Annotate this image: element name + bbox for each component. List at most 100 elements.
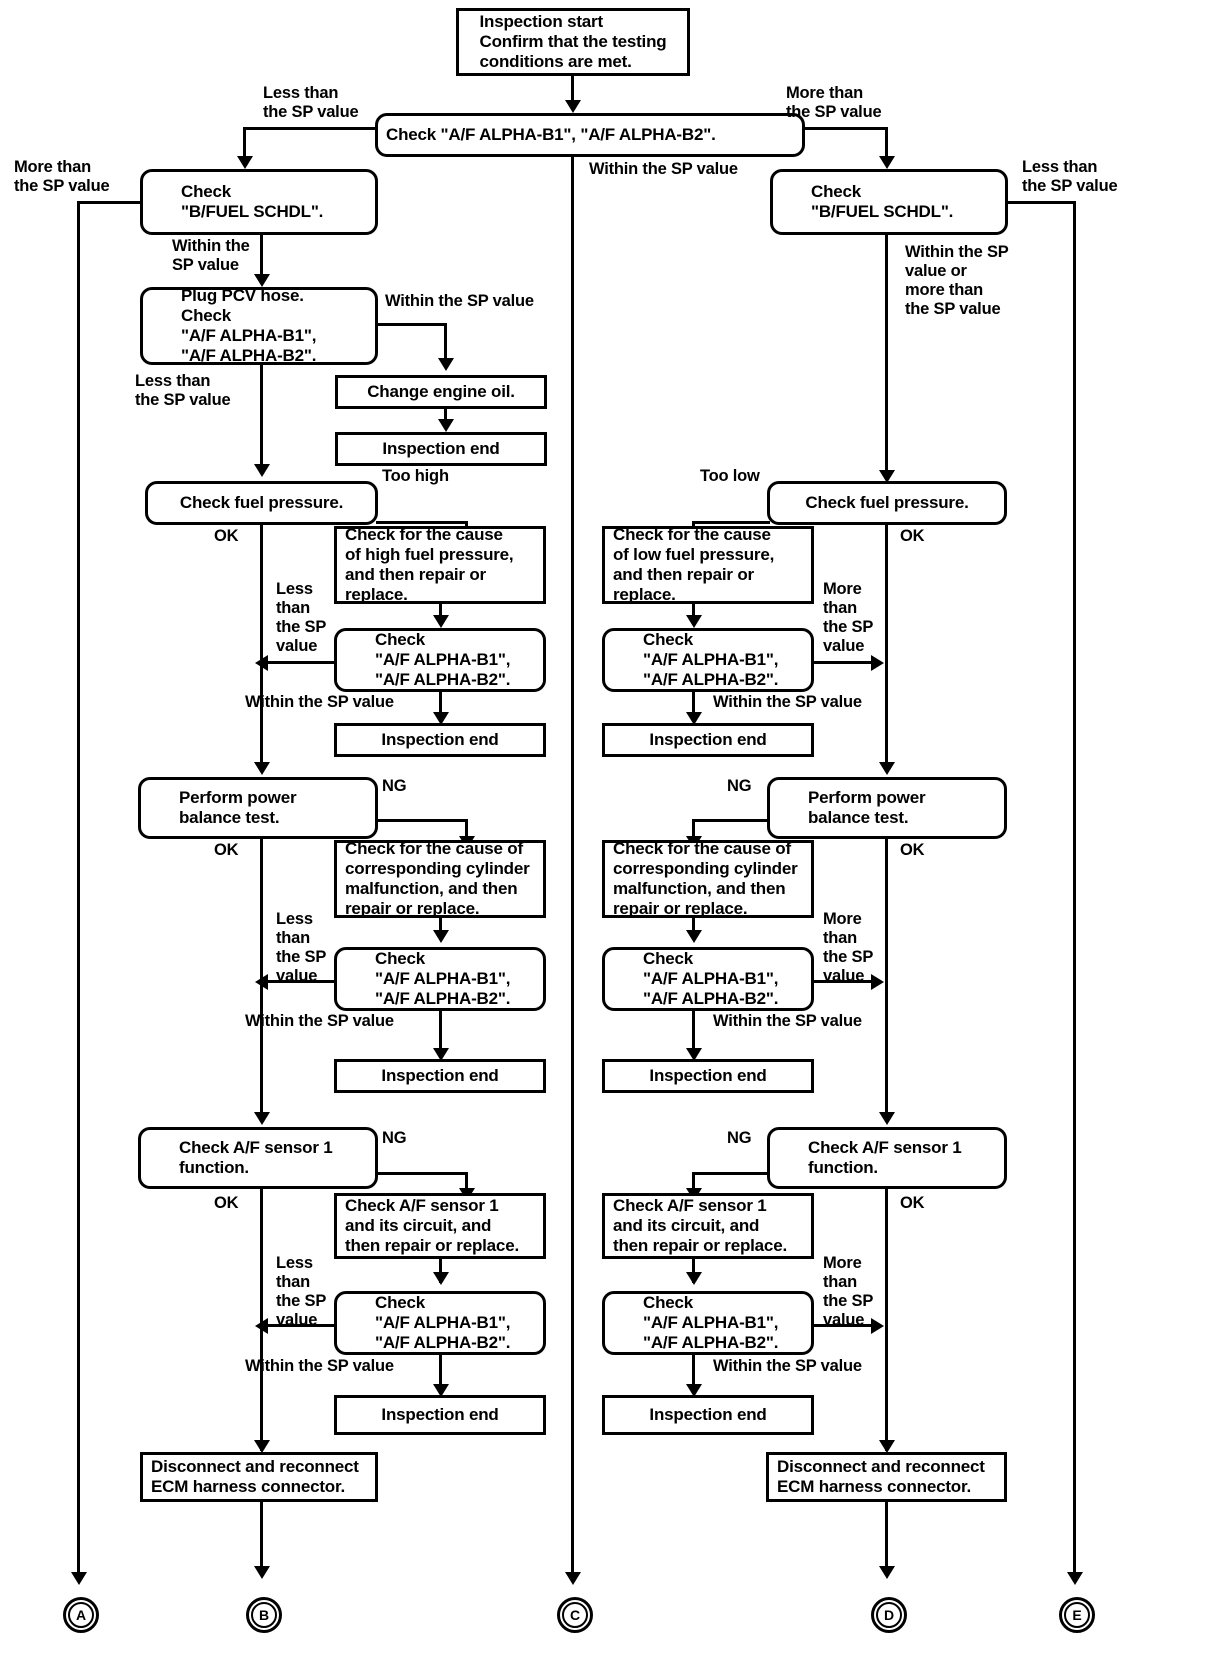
arrowhead-down — [254, 1440, 270, 1453]
edge-top-right-h — [803, 127, 888, 130]
edge-afcircuit-right-down — [692, 1259, 695, 1283]
edge-oil-to-end — [444, 409, 447, 425]
connector-b-letter: B — [258, 1607, 270, 1623]
label-more-pb-right: More than the SP value — [823, 910, 874, 986]
arrowhead-down — [433, 930, 449, 943]
label-less-far-right: Less than the SP value — [1022, 158, 1118, 196]
connector-a-letter: A — [75, 1607, 87, 1623]
arrowhead-down — [438, 419, 454, 432]
arrowhead-down — [433, 615, 449, 628]
node-cause-cyl-right-label: Check for the cause of corresponding cyl… — [613, 838, 798, 919]
label-within-af-right: Within the SP value — [713, 1357, 862, 1375]
label-less-pcv: Less than the SP value — [135, 372, 231, 410]
label-ok-fp-right: OK — [900, 527, 925, 545]
node-inspection-end-3L: Inspection end — [334, 1059, 546, 1093]
label-within-fp-right: Within the SP value — [713, 693, 862, 711]
label-within-fp-left: Within the SP value — [245, 693, 394, 711]
connector-e-letter: E — [1072, 1607, 1082, 1623]
node-inspection-start: Inspection start Confirm that the testin… — [456, 8, 690, 76]
node-plug-pcv-label: Plug PCV hose. Check "A/F ALPHA-B1", "A/… — [181, 285, 317, 366]
label-ng-af-left: NG — [382, 1129, 407, 1147]
arrowhead-down — [254, 274, 270, 287]
arrowhead-down — [565, 100, 581, 113]
edge-b-trunk-1 — [260, 365, 263, 469]
connector-a-ring: A — [68, 1602, 94, 1628]
node-inspection-end-4L-label: Inspection end — [381, 1404, 499, 1424]
edge-ecm-right-to-d — [885, 1502, 888, 1574]
node-inspection-end-2R: Inspection end — [602, 723, 814, 757]
edge-alphaaf-left-back — [265, 1324, 335, 1327]
edge-pcv-right-v — [444, 323, 447, 364]
connector-d: D — [871, 1597, 907, 1633]
edge-top-left-v — [243, 127, 246, 160]
node-change-engine-oil: Change engine oil. — [335, 375, 547, 409]
arrowhead-down — [237, 156, 253, 169]
edge-d-trunk-4 — [885, 1189, 888, 1451]
edge-ng-af-left-h — [376, 1172, 468, 1175]
arrowhead-down — [686, 712, 702, 725]
label-too-low: Too low — [700, 467, 760, 485]
arrowhead-down — [438, 358, 454, 371]
edge-highfp-to-check — [439, 604, 442, 622]
edge-c-trunk — [571, 157, 574, 1581]
node-power-balance-right-label: Perform power balance test. — [808, 787, 926, 827]
label-ok-af-right: OK — [900, 1194, 925, 1212]
node-check-alpha-pb-left-label: Check "A/F ALPHA-B1", "A/F ALPHA-B2". — [375, 948, 511, 1009]
node-check-alpha-top-label: Check "A/F ALPHA-B1", "A/F ALPHA-B2". — [386, 124, 716, 144]
node-cause-low-fp: Check for the cause of low fuel pressure… — [602, 524, 814, 605]
label-more-af-right: More than the SP value — [823, 1254, 874, 1330]
node-cause-high-fp-label: Check for the cause of high fuel pressur… — [345, 524, 514, 605]
node-ecm-right: Disconnect and reconnect ECM harness con… — [766, 1452, 1007, 1502]
edge-alphafp-left-down — [439, 692, 442, 720]
arrowhead-right — [871, 655, 884, 671]
edge-d-trunk-3 — [885, 839, 888, 1117]
arrowhead-down — [565, 1572, 581, 1585]
label-within-mid: Within the SP value — [589, 160, 738, 178]
arrowhead-right — [871, 974, 884, 990]
edge-afcircuit-left-down — [439, 1259, 442, 1283]
node-ecm-right-label: Disconnect and reconnect ECM harness con… — [777, 1456, 985, 1496]
arrowhead-down — [879, 1112, 895, 1125]
node-check-alpha-fp-right-label: Check "A/F ALPHA-B1", "A/F ALPHA-B2". — [643, 629, 779, 690]
edge-a-trunk — [77, 201, 80, 1581]
node-check-fuel-pressure-left-label: Check fuel pressure. — [179, 492, 344, 512]
label-ok-fp-left: OK — [214, 527, 239, 545]
edge-d-trunk-2 — [885, 525, 888, 767]
edge-e-trunk — [1073, 201, 1076, 1581]
edge-alphafp-left-back — [265, 661, 335, 664]
node-cause-low-fp-label: Check for the cause of low fuel pressure… — [613, 524, 775, 605]
connector-c-letter: C — [569, 1607, 581, 1623]
arrowhead-down — [879, 156, 895, 169]
label-more-far-left: More than the SP value — [14, 158, 110, 196]
edge-b-trunk-4 — [260, 1189, 263, 1451]
label-within-left-bfuel: Within the SP value — [172, 237, 250, 275]
edge-top-right-v — [885, 127, 888, 160]
node-inspection-end-4R-label: Inspection end — [649, 1404, 767, 1424]
node-inspection-end-2R-label: Inspection end — [649, 729, 767, 749]
arrowhead-down — [686, 930, 702, 943]
edge-bfuel-to-pcv — [260, 235, 263, 281]
arrowhead-down — [879, 762, 895, 775]
edge-toolow-h — [692, 521, 770, 524]
node-check-bfuel-left-label: Check "B/FUEL SCHDL". — [181, 181, 324, 221]
edge-alphapb-right-back — [812, 980, 875, 983]
label-within-or-more-right: Within the SP value or more than the SP … — [905, 243, 1009, 319]
node-check-fuel-pressure-right: Check fuel pressure. — [767, 481, 1007, 525]
edge-top-left-h — [243, 127, 377, 130]
arrowhead-down — [686, 1048, 702, 1061]
label-within-pb-left: Within the SP value — [245, 1012, 394, 1030]
connector-e: E — [1059, 1597, 1095, 1633]
label-less-fp-left: Less than the SP value — [276, 580, 327, 656]
label-less-af-left: Less than the SP value — [276, 1254, 327, 1330]
label-ng-pb-left: NG — [382, 777, 407, 795]
label-ok-af-left: OK — [214, 1194, 239, 1212]
node-check-alpha-af-right-label: Check "A/F ALPHA-B1", "A/F ALPHA-B2". — [643, 1292, 779, 1353]
node-inspection-end-3R-label: Inspection end — [649, 1065, 767, 1085]
edge-ng-pb-left-v — [465, 819, 468, 841]
arrowhead-down — [433, 1048, 449, 1061]
node-inspection-end-4L: Inspection end — [334, 1395, 546, 1435]
edge-ng-af-right-h — [692, 1172, 770, 1175]
node-cause-cyl-left-label: Check for the cause of corresponding cyl… — [345, 838, 530, 919]
edge-e-h — [1006, 201, 1076, 204]
